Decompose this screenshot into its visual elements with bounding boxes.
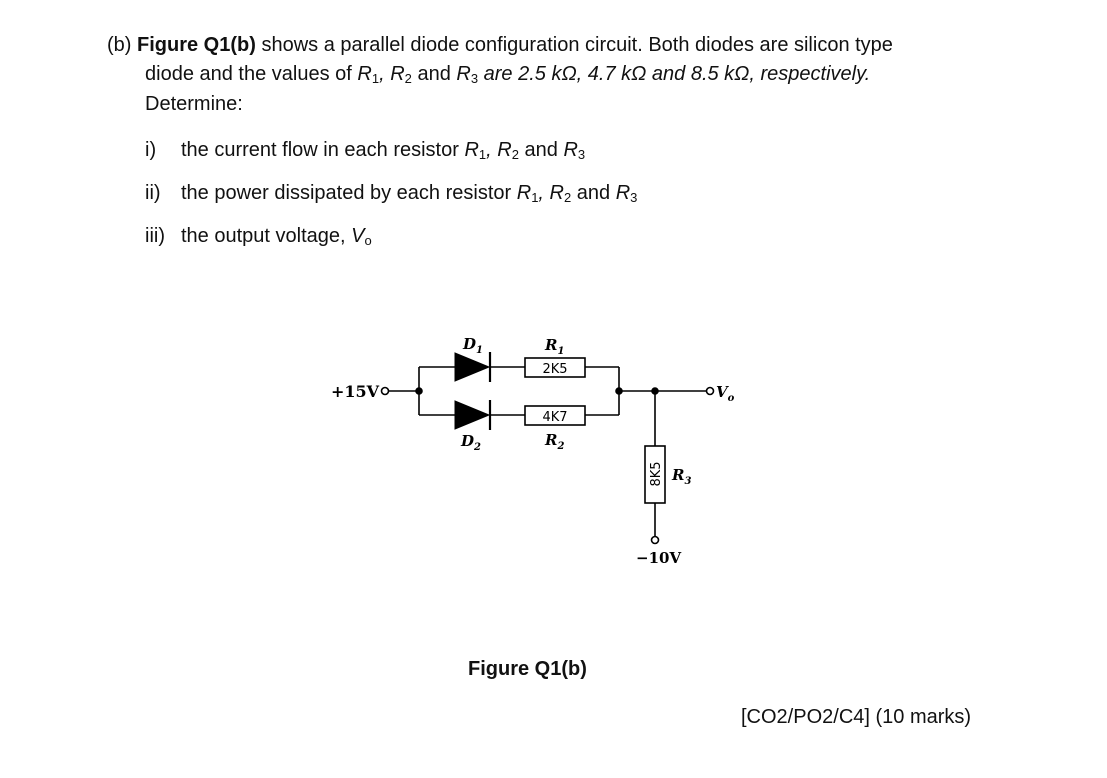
marks-label: [CO2/PO2/C4] (10 marks) (741, 706, 972, 728)
r3-value: 8K5 (649, 461, 664, 486)
and-word: and (571, 182, 616, 204)
question-text-1: shows a parallel diode configuration cir… (255, 34, 893, 56)
var-r1-sub: 1 (371, 71, 380, 86)
var-r2: R (390, 63, 405, 85)
determine-label: Determine: (145, 93, 243, 115)
part-label: (b) (107, 34, 132, 56)
d2-label: D2 (460, 432, 481, 453)
var-r1: R (464, 139, 479, 161)
var-r1: R (516, 182, 532, 204)
question-text-2b: are 2.5 kΩ, 4.7 kΩ and 8.5 kΩ, respectiv… (478, 63, 871, 85)
question-line-2: diode and the values of R1, R2 and R3 ar… (145, 63, 870, 86)
var-r3: R (615, 182, 631, 204)
r3-label: R3 (671, 466, 691, 487)
var-vo: V (351, 225, 365, 247)
figure-reference: Figure Q1(b) (137, 34, 256, 56)
var-r3-sub: 3 (470, 71, 479, 86)
vout-label: Vo (716, 383, 735, 404)
list-item: i) (145, 139, 156, 162)
question-line-1: (b) Figure Q1(b) shows a parallel diode … (107, 34, 893, 57)
and-word: and (518, 139, 564, 161)
var-r3-sub: 3 (630, 190, 638, 205)
diode-d2 (454, 400, 492, 430)
item-text: the output voltage, (181, 225, 352, 247)
list-item-text: the current flow in each resistor R1, R2… (181, 139, 585, 162)
and-word: and (411, 63, 457, 85)
vneg-label: −10V (636, 549, 681, 567)
var-r2: R (549, 182, 564, 204)
item-text: the current flow in each resistor (181, 139, 465, 161)
negative-terminal (650, 535, 660, 545)
output-terminal (705, 386, 715, 396)
var-r1-sub: 1 (531, 190, 539, 205)
question-text-2a: diode and the values of (145, 63, 358, 85)
vin-label: +15V (331, 382, 380, 401)
list-item: iii) (145, 225, 165, 248)
list-item: ii) (145, 182, 161, 205)
r2-value: 4K7 (542, 410, 567, 425)
r1-value: 2K5 (542, 362, 567, 377)
var-r3: R (456, 63, 471, 85)
d1-label: D1 (462, 335, 483, 356)
figure-caption: Figure Q1(b) (468, 658, 587, 680)
input-terminal (380, 386, 390, 396)
var-vo-sub: o (364, 233, 372, 248)
var-r3: R (563, 139, 578, 161)
var-r1-sub: 1 (478, 147, 487, 162)
var-r2-sub: 2 (564, 190, 572, 205)
item-number: i) (145, 139, 157, 161)
list-item-text: the power dissipated by each resistor R1… (181, 182, 637, 205)
comma: , (538, 182, 550, 204)
comma: , (379, 63, 391, 85)
question-line-3: Determine: (145, 93, 243, 116)
item-text: the power dissipated by each resistor (181, 182, 517, 204)
var-r3-sub: 3 (577, 147, 586, 162)
item-number: ii) (145, 182, 161, 204)
list-item-text: the output voltage, Vo (181, 225, 372, 248)
r2-label: R2 (544, 431, 564, 452)
item-number: iii) (145, 225, 165, 247)
resistor-r1 (524, 357, 586, 378)
resistor-r2 (524, 405, 586, 426)
var-r1: R (357, 63, 372, 85)
var-r2-sub: 2 (404, 71, 412, 86)
var-r2-sub: 2 (511, 147, 519, 162)
var-r2: R (497, 139, 512, 161)
r1-label: R1 (544, 336, 564, 357)
comma: , (486, 139, 498, 161)
diode-d1 (454, 352, 492, 382)
